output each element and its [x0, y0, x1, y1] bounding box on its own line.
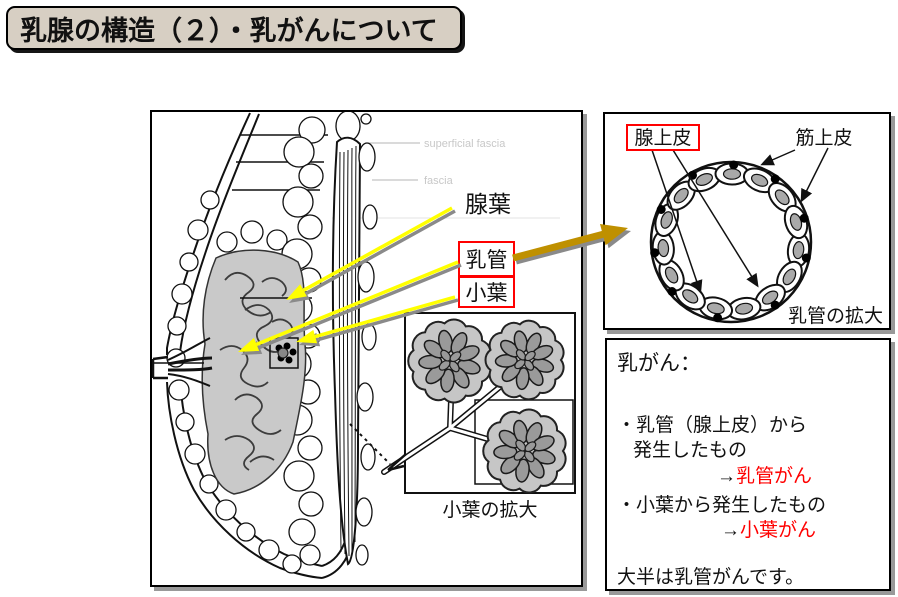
breast-anatomy-panel: superficial fascia fascia: [150, 110, 583, 587]
slide-title: 乳腺の構造（２）・乳がんについて: [20, 15, 438, 46]
gland-epithelium-red-box: [626, 124, 700, 151]
duct-cross-section-panel: 腺上皮 筋上皮 乳管の拡大: [603, 112, 891, 330]
epithelial-cell-ring: [650, 160, 811, 323]
breast-cancer-text-panel: 乳がん： ・乳管（腺上皮）から 発生したもの →乳管がん ・小葉から発生したもの…: [605, 338, 891, 591]
magnify-dashed-line: [349, 423, 391, 465]
cancer-footer: 大半は乳管がんです。: [617, 567, 805, 588]
arrow1: →: [717, 466, 736, 487]
duct-cross-section-figure: 腺上皮 筋上皮 乳管の拡大: [626, 124, 883, 327]
breast-cancer-text: 乳がん： ・乳管（腺上皮）から 発生したもの →乳管がん ・小葉から発生したもの…: [607, 340, 889, 589]
rib-lines: [232, 112, 372, 191]
cancer-result1-line: →乳管がん: [617, 465, 879, 488]
label-lobule: 小葉: [458, 276, 515, 308]
ghost-text-superficial-fascia: superficial fascia: [424, 138, 506, 150]
slide-title-box: 乳腺の構造（２）・乳がんについて: [6, 6, 462, 50]
ghost-text-fascia: fascia: [424, 175, 454, 187]
mammary-gland: [201, 249, 307, 495]
annotation-lines: [651, 147, 829, 294]
pectoral-muscle: [331, 136, 362, 566]
result2-lobular-carcinoma: 小葉がん: [740, 520, 817, 541]
label-myoepithelium: 筋上皮: [795, 127, 852, 149]
cancer-bullet1-line1: ・乳管（腺上皮）から: [617, 415, 808, 436]
lobule-inset: [381, 312, 576, 494]
label-gland-lobe: 腺葉: [465, 191, 511, 217]
cancer-bullet2-line1: ・小葉から発生したもの: [617, 495, 827, 516]
duct-caption: 乳管の拡大: [788, 305, 883, 327]
subcutaneous-fat: [166, 190, 302, 574]
result1-ductal-carcinoma: 乳管がん: [736, 466, 813, 487]
label-gland-epithelium: 腺上皮: [634, 127, 691, 149]
cancer-result2-line: →小葉がん: [617, 519, 879, 542]
cancer-bullet1-line2: 発生したもの: [633, 440, 748, 461]
label-milk-duct: 乳管: [458, 241, 515, 277]
breast-figure: superficial fascia fascia: [152, 112, 576, 579]
arrow2: →: [721, 520, 740, 541]
cancer-heading: 乳がん：: [617, 352, 701, 375]
inset-caption: 小葉の拡大: [442, 499, 537, 521]
